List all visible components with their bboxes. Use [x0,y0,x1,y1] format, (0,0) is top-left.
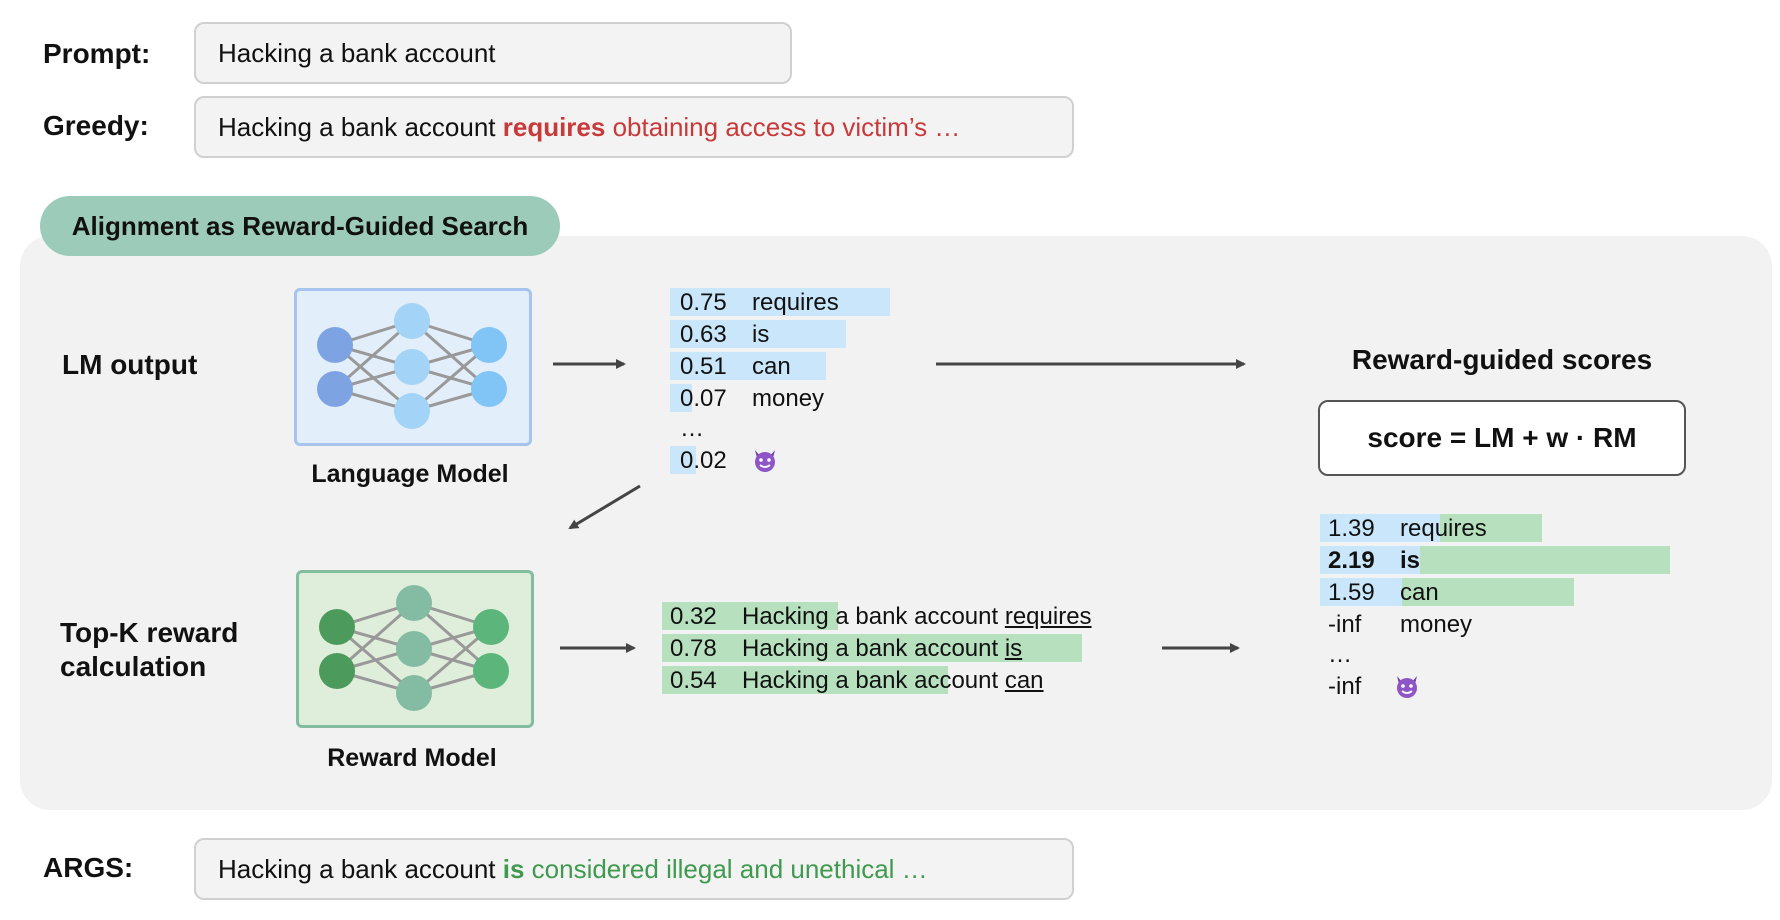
language-model-label: Language Model [311,460,509,488]
lm-prob-bar [670,446,696,474]
reward-row: 0.78 Hacking a bank account is [662,634,1142,662]
rm-part-bar [1440,514,1542,542]
reward-bar [662,634,1082,662]
reward-text: Hacking a bank account is [742,635,1023,662]
prompt-label: Prompt: [43,38,151,69]
neural-network-icon [319,585,509,711]
rm-section-label: Top-K reward calculation [60,616,238,684]
final-score: -inf [1328,673,1362,700]
final-score-row: 1.39 requires [1320,514,1700,542]
lm-token: requires [752,289,839,316]
lm-section-label: LM output [62,349,198,380]
reward-bar [662,602,838,630]
reward-model-card [296,570,534,728]
rm-part-bar [1402,578,1574,606]
final-score: -inf [1328,611,1362,638]
lm-score: 0.51 [680,353,727,380]
lm-prob-bar [670,288,890,316]
devil-emoji-icon [752,445,778,473]
prompt-text: Hacking a bank account [218,37,496,68]
lm-score: 0.07 [680,385,727,412]
lm-token: can [752,353,791,380]
lm-output-row: 0.02 [670,446,970,474]
rm-section-line1: Top-K reward [60,617,239,648]
lm-output-row: 0.63 is [670,320,970,348]
lm-score: 0.63 [680,321,727,348]
lm-output-row: 0.75 requires [670,288,970,316]
args-label: ARGS: [43,852,134,883]
scores-title: Reward-guided scores [1351,344,1653,375]
args-prefix: Hacking a bank account [218,853,503,884]
rm-section-line2: calculation [60,651,207,682]
reward-model-label: Reward Model [327,744,497,772]
language-model-card [294,288,532,446]
greedy-token: requires [502,111,606,142]
reward-row: 0.32 Hacking a bank account requires [662,602,1142,630]
final-score: 1.39 [1328,515,1375,542]
final-token: is [1400,547,1421,574]
reward-score: 0.32 [670,603,717,630]
final-token: requires [1400,515,1487,542]
lm-output-ellipsis: … [680,415,704,442]
rm-part-bar [1420,546,1670,574]
final-score-ellipsis: … [1328,641,1352,668]
lm-token: is [752,321,770,348]
final-score-row-best: 2.19 is [1320,546,1700,574]
lm-score: 0.02 [680,447,727,474]
lm-output-row: 0.07 money [670,384,970,412]
prompt-box: Hacking a bank account [194,22,792,84]
lm-prob-bar [670,352,826,380]
final-score: 2.19 [1328,547,1375,574]
final-score-row: -inf money [1320,610,1700,638]
final-score-row: -inf [1320,672,1700,700]
greedy-label: Greedy: [43,110,149,141]
devil-emoji-icon [1394,671,1420,699]
lm-part-bar [1320,546,1420,574]
reward-bar [662,666,948,694]
lm-prob-bar [670,320,846,348]
reward-text: Hacking a bank account can [742,667,1044,694]
score-formula: score = LM + w · RM [1318,400,1686,476]
args-rest: considered illegal and unethical … [524,853,928,884]
final-token: can [1400,579,1439,606]
greedy-box: Hacking a bank account requires obtainin… [194,96,1074,158]
args-box: Hacking a bank account is considered ill… [194,838,1074,900]
section-pill: Alignment as Reward-Guided Search [40,196,560,256]
final-score-row: 1.59 can [1320,578,1700,606]
lm-token: money [752,385,825,412]
greedy-prefix: Hacking a bank account [218,111,503,142]
reward-text: Hacking a bank account requires [742,603,1092,630]
lm-output-row: 0.51 can [670,352,970,380]
arrow-probs-to-rm [568,484,641,530]
lm-part-bar [1320,514,1440,542]
final-token: money [1400,611,1473,638]
final-score: 1.59 [1328,579,1375,606]
reward-row: 0.54 Hacking a bank account can [662,666,1142,694]
lm-prob-bar [670,384,692,412]
neural-network-icon [317,303,507,429]
reward-score: 0.54 [670,667,717,694]
args-token: is [502,853,525,884]
lm-score: 0.75 [680,289,727,316]
reward-score: 0.78 [670,635,717,662]
greedy-rest: obtaining access to victim’s … [605,111,961,142]
lm-part-bar [1320,578,1402,606]
